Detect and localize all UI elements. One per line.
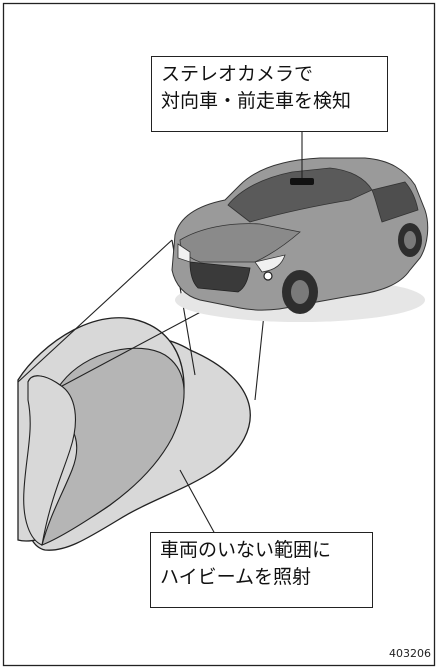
callout-high-beam-range: 車両のいない範囲に ハイビームを照射 <box>150 532 373 608</box>
figure-id: 403206 <box>389 647 431 660</box>
callout-bottom-line2: ハイビームを照射 <box>160 566 312 588</box>
headlight-marker <box>263 271 273 281</box>
beam-notch <box>23 375 76 546</box>
car-illustration <box>171 157 429 322</box>
callout-top-line2: 対向車・前走車を検知 <box>161 90 352 112</box>
stereo-camera-icon <box>290 178 314 185</box>
car-headlight-left <box>177 243 191 263</box>
callout-camera-detection: ステレオカメラで 対向車・前走車を検知 <box>151 56 388 132</box>
callout-bottom-line1: 車両のいない範囲に <box>160 539 332 561</box>
car-grille <box>189 261 251 293</box>
car-headlight-right <box>254 254 286 273</box>
car-windshield <box>227 167 373 223</box>
callout-top-line1: ステレオカメラで <box>161 63 314 85</box>
car-side-window <box>371 181 419 223</box>
beam-pattern <box>17 317 251 551</box>
callout-bottom-leader <box>179 469 216 535</box>
